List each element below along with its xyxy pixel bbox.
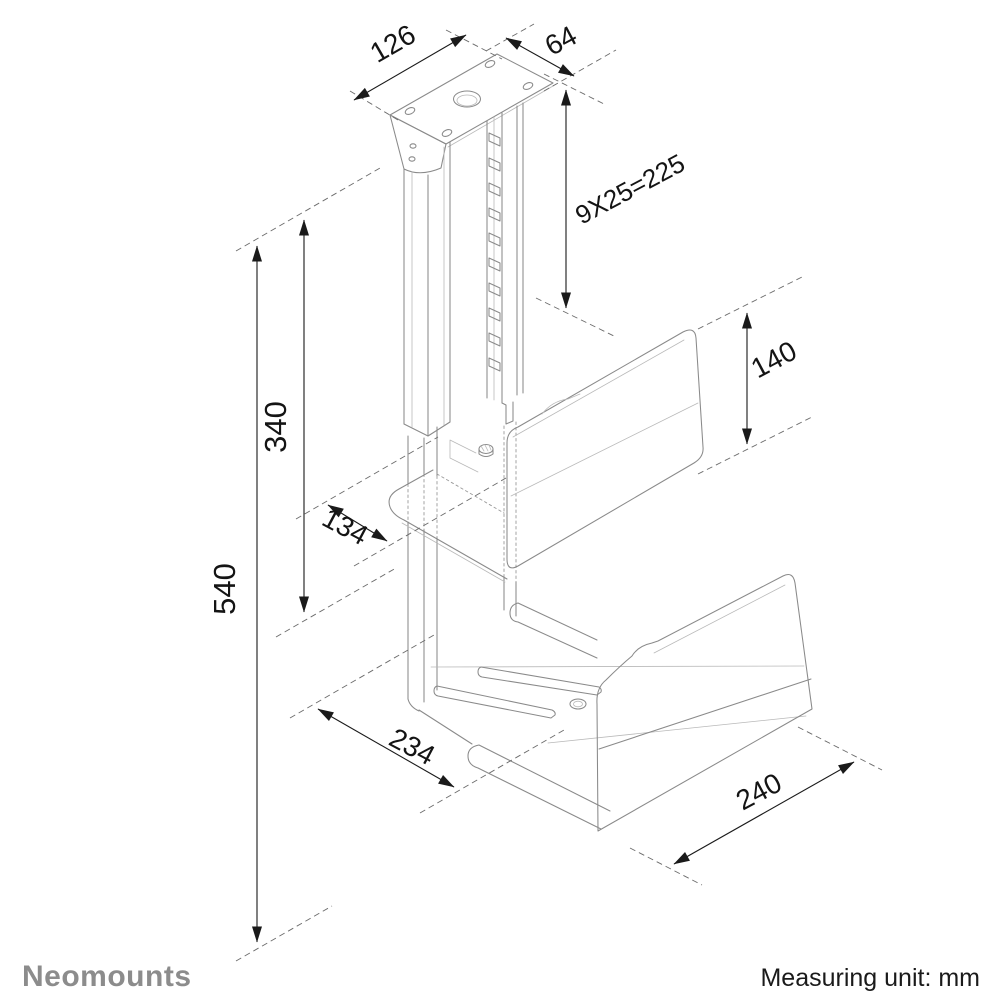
brand-logo: Neomounts — [22, 960, 192, 993]
plate-screw-hole — [484, 60, 496, 68]
lower-tray — [418, 574, 813, 832]
dim-label-travel-height: 340 — [258, 401, 293, 453]
dim-label-shelf-depth: 134 — [317, 502, 373, 551]
dimension-540: 540 — [207, 245, 333, 962]
tray-floor-crease — [547, 715, 807, 744]
slotted-rail — [486, 102, 524, 617]
measuring-unit-label: Measuring unit: mm — [760, 964, 980, 992]
dim-label-tray-depth: 234 — [384, 722, 440, 771]
upper-bracket-wall — [506, 329, 704, 569]
dimension-9x25: 9X25=225 — [535, 73, 690, 337]
plate-screw-hole — [404, 107, 416, 115]
dimension-134: 134 — [295, 436, 507, 567]
upper-wall-cable-bump — [541, 393, 581, 415]
mounting-plate — [389, 53, 554, 174]
plate-screw-hole — [522, 82, 534, 90]
dim-label-plate-depth: 64 — [540, 20, 582, 62]
rail-slots — [488, 132, 501, 372]
lower-tray-wall — [596, 574, 813, 832]
tray-adjustment-slot — [433, 685, 556, 719]
flap-hole — [409, 143, 417, 149]
plate-front-flap — [389, 114, 447, 174]
tray-adjustment-slot — [477, 666, 602, 696]
dimension-64: 64 — [485, 20, 617, 92]
dim-label-plate-width: 126 — [365, 18, 421, 68]
tray-sliding-tongue — [467, 744, 611, 830]
tray-screw — [569, 698, 587, 710]
flap-hole — [408, 156, 416, 162]
dimension-340: 340 — [235, 167, 397, 638]
tray-back-rail — [509, 602, 598, 659]
column-outer-sleeve — [403, 141, 451, 437]
tray-wall-crease — [598, 678, 812, 750]
tray-floor-back-edge — [430, 665, 805, 668]
upper-bracket — [388, 329, 704, 583]
dim-label-tray-width: 240 — [731, 767, 787, 816]
dimension-234: 234 — [289, 634, 565, 814]
height-adjustment-knob — [478, 443, 494, 458]
dim-label-slot-pattern: 9X25=225 — [570, 148, 689, 230]
plate-screw-hole — [441, 129, 453, 137]
dim-label-total-height: 540 — [207, 563, 242, 615]
dimension-240: 240 — [629, 726, 883, 886]
upper-bracket-shelf — [388, 469, 508, 580]
dimension-126: 126 — [349, 18, 503, 121]
dim-label-upper-wall-height: 140 — [746, 335, 802, 384]
dimension-140: 140 — [697, 275, 813, 475]
